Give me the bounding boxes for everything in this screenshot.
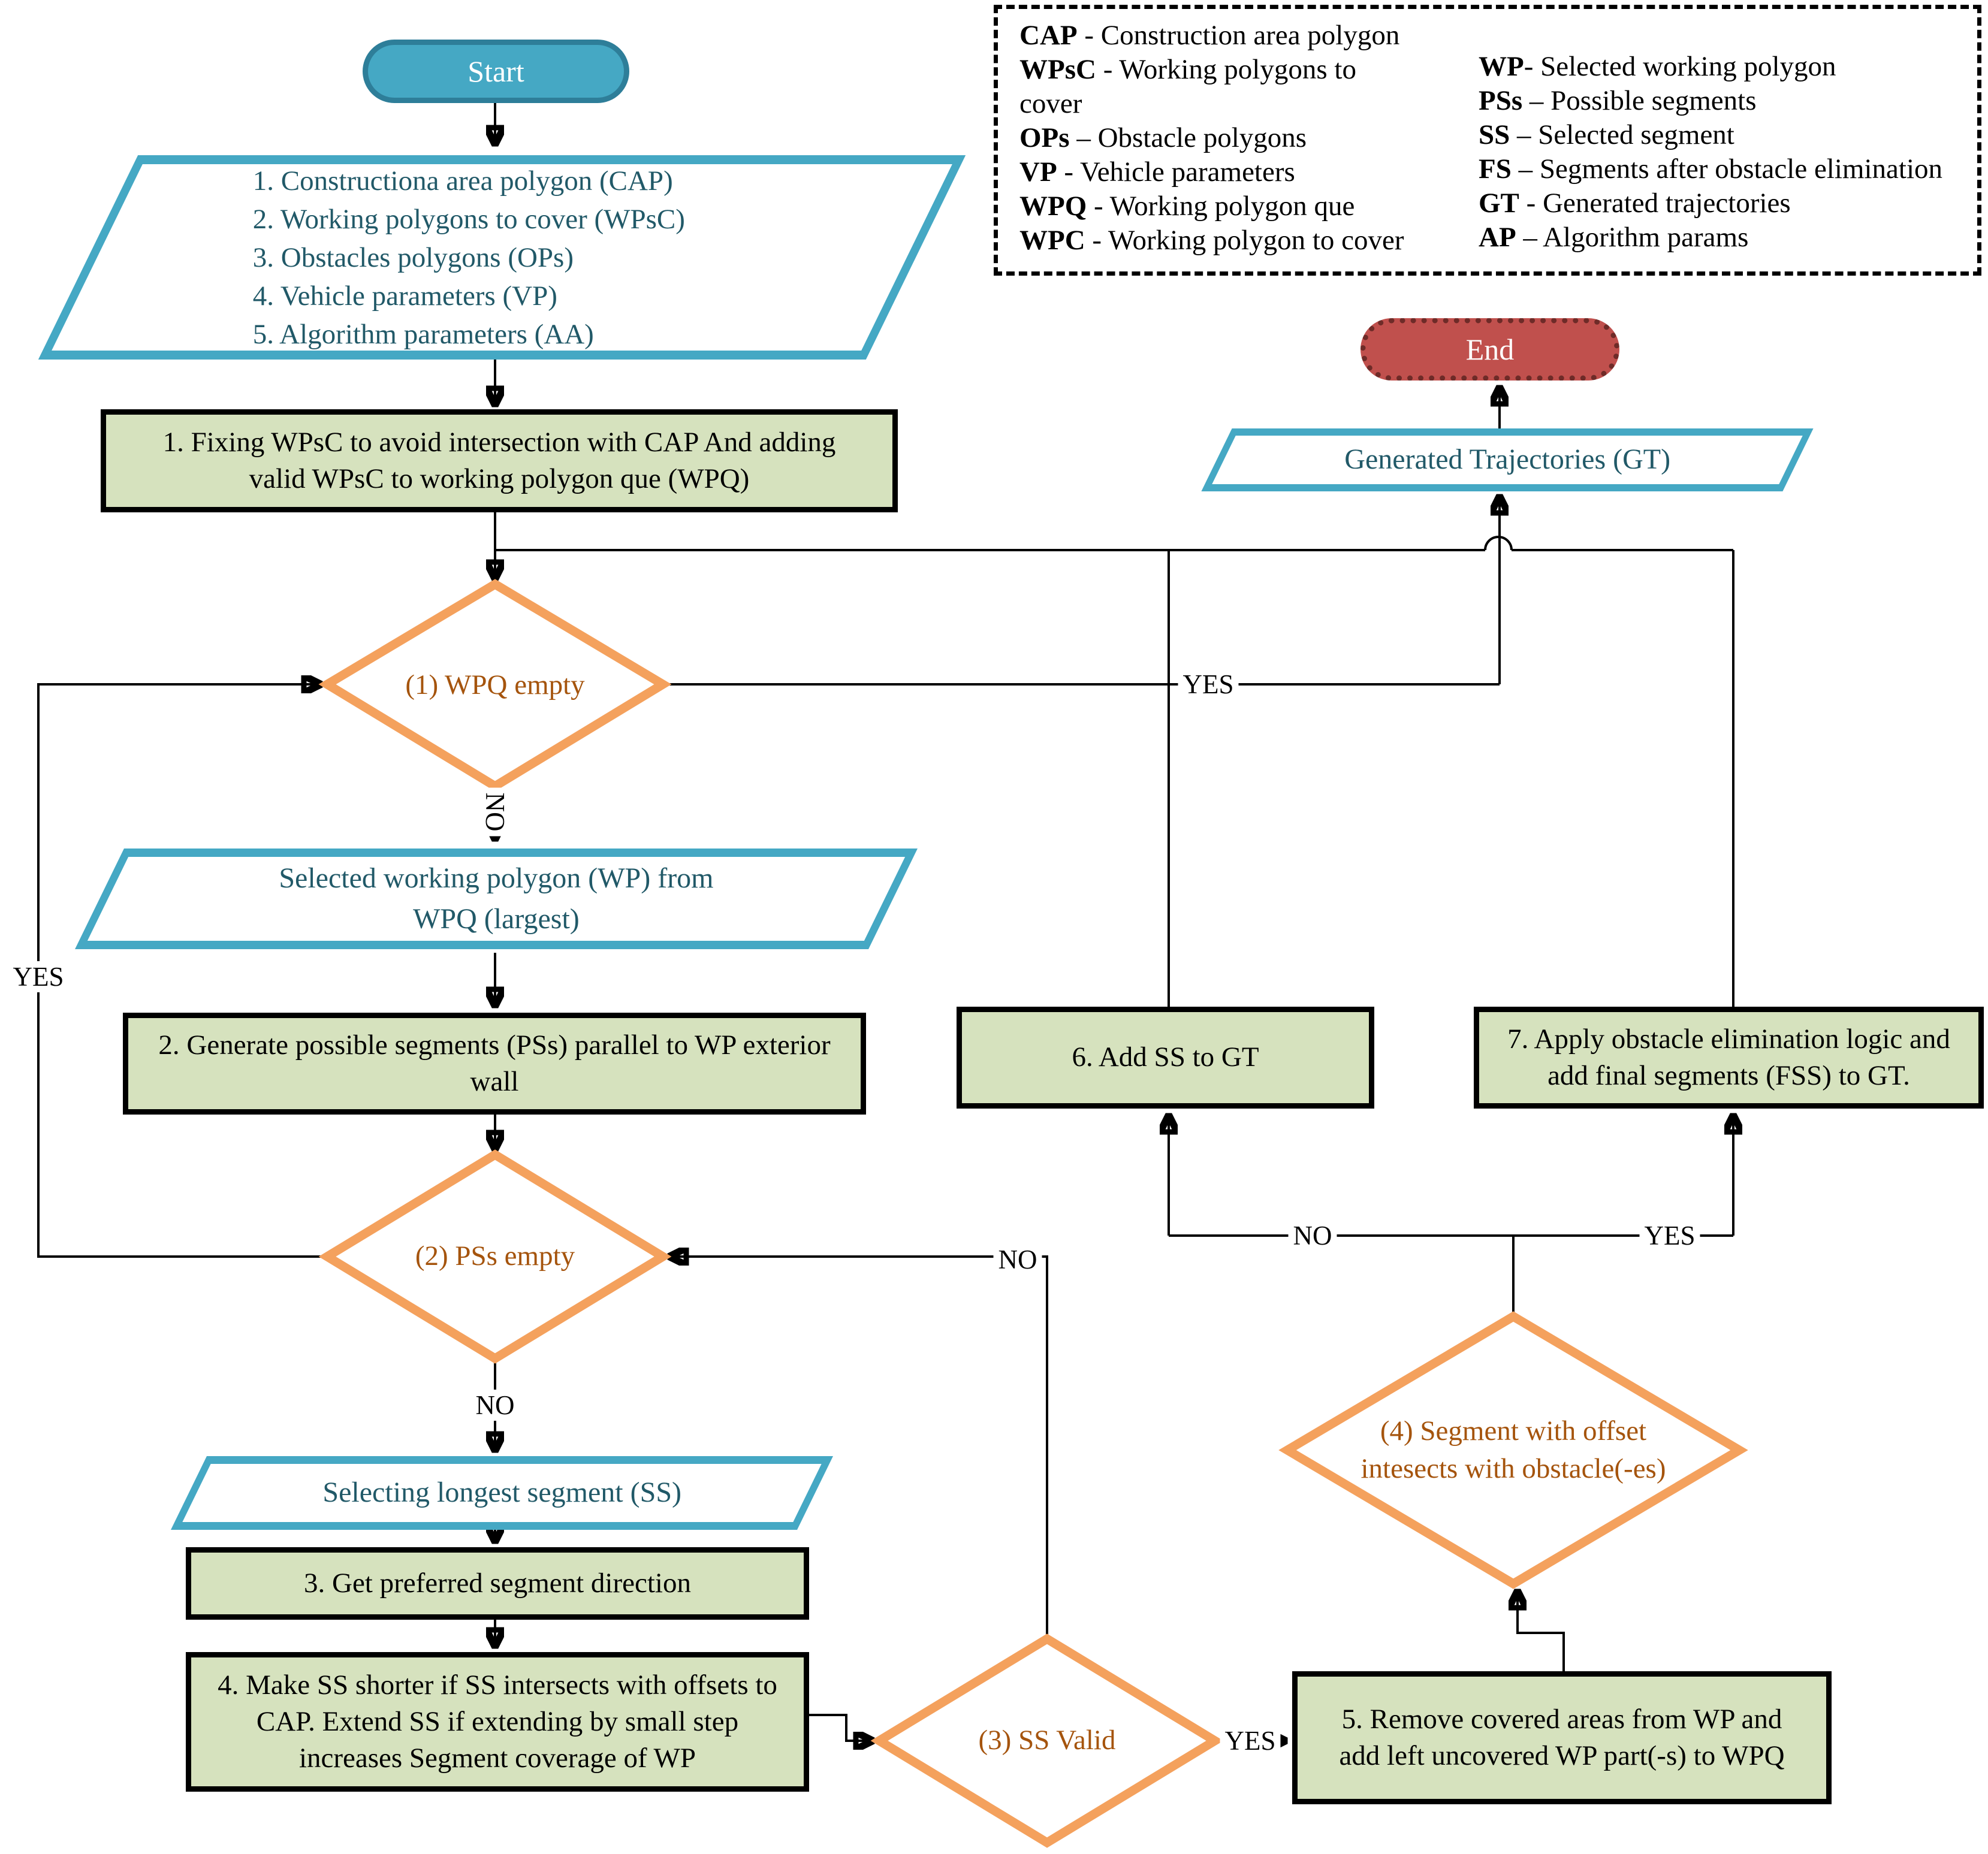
decision-ss-valid-shape bbox=[870, 1633, 1224, 1848]
process-add-ss-box: 6. Add SS to GT bbox=[957, 1007, 1374, 1109]
longest-segment-parallelogram: Selecting longest segment (SS) bbox=[171, 1456, 833, 1530]
process-fix-wpsc-box: 1. Fixing WPsC to avoid intersection wit… bbox=[101, 409, 898, 512]
legend-entry-wpc: WPC - Working polygon to cover bbox=[1019, 224, 1479, 258]
legend-entry-fs: FS – Segments after obstacle elimination bbox=[1479, 152, 1957, 186]
legend-abbr: SS bbox=[1479, 119, 1510, 150]
start-node: Start bbox=[363, 40, 629, 103]
longest-segment-text: Selecting longest segment (SS) bbox=[322, 1476, 681, 1509]
decision4-yes-label: YES bbox=[1639, 1220, 1700, 1251]
decision3-no-label: NO bbox=[993, 1244, 1042, 1275]
decision3-yes-label: YES bbox=[1220, 1725, 1281, 1756]
edge-decision3-no bbox=[670, 1257, 1048, 1639]
decision2-yes-label: YES bbox=[8, 961, 69, 992]
legend-desc: - Working polygon que bbox=[1087, 191, 1355, 222]
legend-abbr: FS bbox=[1479, 153, 1512, 185]
inputs-list: 1. Constructiona area polygon (CAP) 2. W… bbox=[253, 165, 686, 350]
legend-desc: – Selected segment bbox=[1510, 119, 1734, 150]
legend-abbr: OPs bbox=[1019, 122, 1070, 153]
legend-entry-pss: PSs – Possible segments bbox=[1479, 84, 1957, 118]
legend-box: CAP - Construction area polygon WPsC - W… bbox=[994, 5, 1981, 276]
end-node: End bbox=[1360, 318, 1619, 381]
generated-trajectories-text: Generated Trajectories (GT) bbox=[1344, 443, 1670, 476]
decision1-no-label: NO bbox=[479, 787, 511, 837]
wp-selection-text: Selected working polygon (WP) from WPQ (… bbox=[279, 862, 714, 935]
legend-column-2: WP- Selected working polygon PSs – Possi… bbox=[1479, 19, 1957, 265]
legend-entry-wp: WP- Selected working polygon bbox=[1479, 50, 1957, 84]
legend-abbr: AP bbox=[1479, 222, 1516, 253]
legend-entry-vp: VP - Vehicle parameters bbox=[1019, 155, 1479, 189]
decision-obstacle-intersect-shape bbox=[1278, 1311, 1748, 1589]
legend-entry-ss: SS – Selected segment bbox=[1479, 118, 1957, 152]
legend-abbr: WP bbox=[1479, 51, 1524, 82]
legend-desc: - Working polygons to cover bbox=[1019, 54, 1356, 119]
process-obstacle-elimination-box: 7. Apply obstacle elimination logic and … bbox=[1474, 1007, 1984, 1109]
legend-abbr: WPQ bbox=[1019, 191, 1087, 222]
edge-box4-to-decision3 bbox=[809, 1714, 872, 1741]
legend-abbr: WPC bbox=[1019, 225, 1085, 256]
decision4-no-label: NO bbox=[1288, 1220, 1337, 1251]
inputs-parallelogram: 1. Constructiona area polygon (CAP) 2. W… bbox=[38, 155, 966, 360]
generated-trajectories-parallelogram: Generated Trajectories (GT) bbox=[1201, 428, 1814, 491]
legend-entry-cap: CAP - Construction area polygon bbox=[1019, 19, 1479, 53]
edge-decision2-yes-loop bbox=[37, 684, 330, 1258]
decision-wpq-empty-shape bbox=[318, 579, 672, 792]
legend-entry-gt: GT - Generated trajectories bbox=[1479, 186, 1957, 221]
decision-pss-empty-shape bbox=[318, 1149, 672, 1364]
legend-entry-wpq: WPQ - Working polygon que bbox=[1019, 189, 1479, 224]
legend-abbr: WPsC bbox=[1019, 54, 1096, 85]
legend-abbr: CAP bbox=[1019, 20, 1078, 51]
process-generate-segments-box: 2. Generate possible segments (PSs) para… bbox=[123, 1013, 866, 1115]
process-segment-direction-box: 3. Get preferred segment direction bbox=[186, 1547, 809, 1620]
process-remove-covered-box: 5. Remove covered areas from WP and add … bbox=[1292, 1671, 1832, 1804]
wp-selection-parallelogram: Selected working polygon (WP) from WPQ (… bbox=[75, 849, 918, 949]
edge-box5-to-decision4 bbox=[1518, 1592, 1565, 1671]
process-adjust-ss-box: 4. Make SS shorter if SS intersects with… bbox=[186, 1652, 809, 1792]
legend-desc: – Possible segments bbox=[1522, 85, 1757, 116]
legend-desc: – Algorithm params bbox=[1516, 222, 1749, 253]
decision1-yes-label: YES bbox=[1178, 669, 1239, 700]
legend-desc: - Selected working polygon bbox=[1524, 51, 1836, 82]
legend-abbr: PSs bbox=[1479, 85, 1523, 116]
legend-entry-ap: AP – Algorithm params bbox=[1479, 221, 1957, 255]
end-label: End bbox=[1465, 333, 1515, 366]
decision2-no-label: NO bbox=[470, 1390, 520, 1421]
legend-abbr: GT bbox=[1479, 188, 1519, 219]
legend-entry-wpsc: WPsC - Working polygons to cover bbox=[1019, 53, 1479, 121]
start-label: Start bbox=[467, 55, 524, 88]
legend-entry-ops: OPs – Obstacle polygons bbox=[1019, 121, 1479, 155]
legend-desc: – Segments after obstacle elimination bbox=[1511, 153, 1943, 185]
legend-desc: - Working polygon to cover bbox=[1085, 225, 1404, 256]
legend-abbr: VP bbox=[1019, 156, 1057, 188]
legend-desc: - Construction area polygon bbox=[1077, 20, 1400, 51]
legend-desc: – Obstacle polygons bbox=[1069, 122, 1307, 153]
legend-desc: - Vehicle parameters bbox=[1057, 156, 1295, 188]
legend-desc: - Generated trajectories bbox=[1519, 188, 1791, 219]
legend-column-1: CAP - Construction area polygon WPsC - W… bbox=[1019, 19, 1479, 265]
